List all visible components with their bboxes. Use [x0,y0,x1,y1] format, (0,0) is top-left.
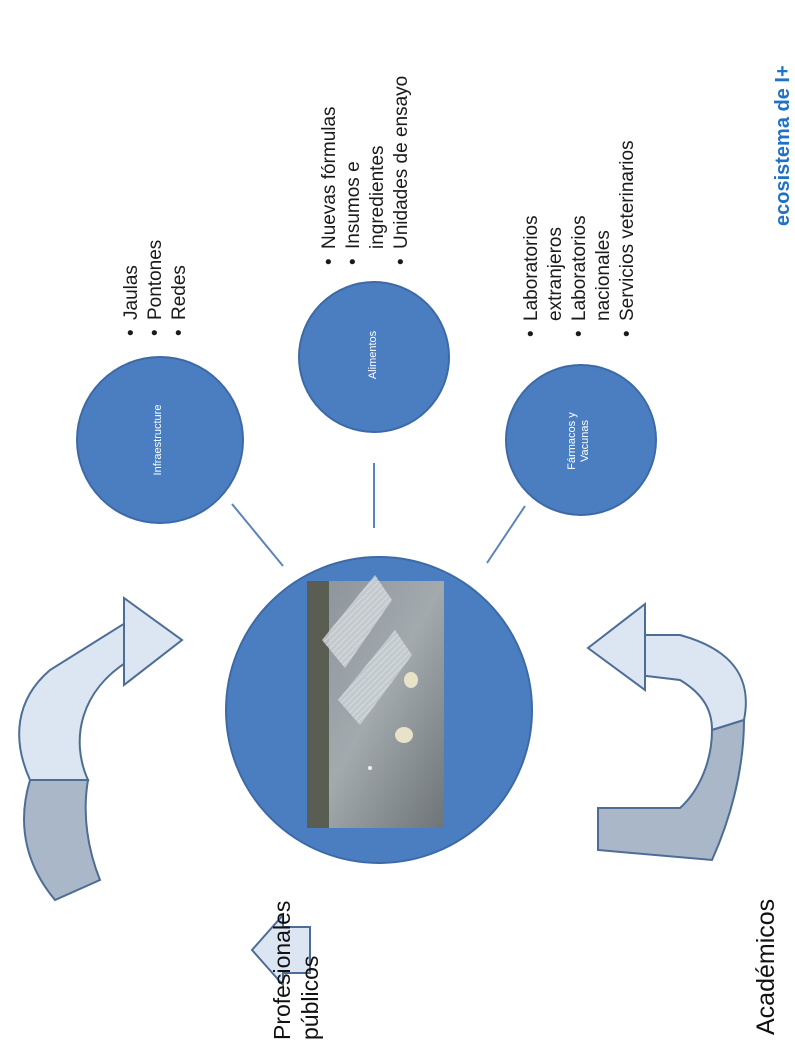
node-infraestructure-circle [76,356,244,524]
academicos-text: Académicos [752,898,780,1035]
page-title-text: ecosistema de I+ [772,65,794,226]
list-item: Nuevas fórmulas [318,15,342,265]
node-alimentos-circle [298,281,450,433]
list-item: Pontones [144,240,168,336]
node-farmacos-label-text: Fármacos y Vacunas [566,412,591,470]
list-item: Servicios veterinarios [616,37,640,337]
academicos-label: Académicos [752,899,780,1035]
profesionales-line-2: públicos [297,955,323,1040]
list-item-text: Laboratorios extranjeros [521,215,566,321]
farmacos-list: Laboratorios extranjeros Laboratorios na… [520,37,640,337]
node-alimentos-label: Alimentos [367,310,380,400]
node-farmacos-label: Fármacos y Vacunas [566,396,592,486]
node-farmacos-circle [505,364,657,516]
curved-arrow-bottom [586,601,747,862]
infraestructure-list: Jaulas Pontones Redes [120,240,192,336]
connector-infraestructure [231,503,284,567]
page-title: ecosistema de I+ [772,65,795,226]
node-alimentos-label-text: Alimentos [367,330,379,380]
curved-arrow-top [18,596,184,902]
sea-cages-photo [307,575,444,828]
list-item-text: Laboratorios nacionales [569,215,614,321]
list-item: Laboratorios nacionales [568,186,616,337]
list-item: Insumos e ingredientes [342,129,390,265]
list-item: Unidades de ensayo [390,15,414,265]
list-item: Jaulas [120,240,144,336]
profesionales-publicos-label: Profesionales públicos [268,901,324,1040]
list-item: Redes [168,240,192,336]
profesionales-line-1: Profesionales [269,900,295,1040]
alimentos-list: Nuevas fórmulas Insumos e ingredientes U… [318,15,414,265]
list-item-text: Insumos e ingredientes [343,145,388,249]
straight-arrow-bottom [250,912,311,988]
list-item: Laboratorios extranjeros [520,186,568,337]
node-infraestructure-label-text: Infraestructure [152,404,164,476]
node-infraestructure-label: Infraestructure [152,390,165,490]
connector-farmacos [486,505,526,564]
